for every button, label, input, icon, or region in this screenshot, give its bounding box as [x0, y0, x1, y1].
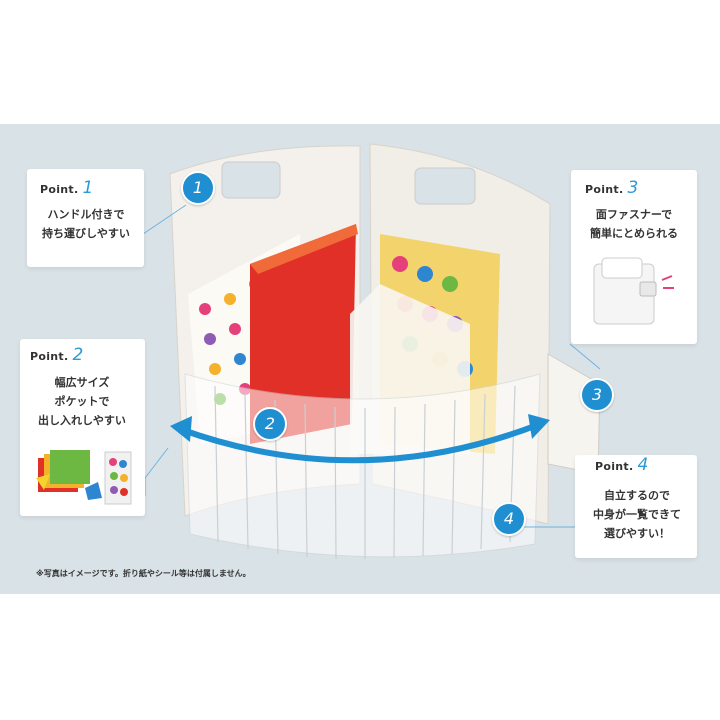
- point-2-heading: Point.2: [30, 345, 83, 365]
- text-line: 面ファスナーで: [595, 208, 673, 221]
- point-number: 1: [82, 178, 94, 198]
- point-4-card: [575, 455, 697, 558]
- text-line: 持ち運びしやすい: [42, 227, 130, 240]
- point-label: Point.: [585, 183, 624, 196]
- text-line: 幅広サイズ: [54, 376, 110, 389]
- velcro-case-illustration: [593, 257, 674, 325]
- text-line: 自立するので: [604, 489, 670, 502]
- point-3-heading: Point.3: [585, 178, 638, 198]
- point-1-text: ハンドル付きで 持ち運びしやすい: [30, 205, 142, 243]
- point-4-heading: Point.4: [595, 455, 648, 475]
- text-line: 選びやすい！: [604, 527, 670, 540]
- text-line: 簡単にとめられる: [590, 227, 678, 240]
- point-label: Point.: [30, 350, 69, 363]
- point-3-text: 面ファスナーで 簡単にとめられる: [575, 205, 693, 243]
- point-1-heading: Point.1: [40, 178, 93, 198]
- text-line: 中身が一覧できて: [593, 508, 681, 521]
- point-number: 3: [627, 178, 639, 198]
- point-label: Point.: [595, 460, 634, 473]
- point-number: 4: [637, 455, 649, 475]
- badge-1: 1: [181, 171, 215, 205]
- point-4-text: 自立するので 中身が一覧できて 選びやすい！: [578, 486, 696, 543]
- badge-4: 4: [492, 502, 526, 536]
- point-number: 2: [72, 345, 84, 365]
- footnote: ※写真はイメージです。折り紙やシール等は付属しません。: [36, 569, 251, 578]
- text-line: ハンドル付きで: [47, 208, 125, 221]
- text-line: ポケットで: [54, 395, 110, 408]
- point-label: Point.: [40, 183, 79, 196]
- point-2-text: 幅広サイズ ポケットで 出し入れしやすい: [22, 373, 142, 430]
- text-line: 出し入れしやすい: [38, 414, 126, 427]
- point-1-card: [27, 169, 144, 267]
- badge-2: 2: [253, 407, 287, 441]
- product-photo: [142, 143, 601, 560]
- badge-3: 3: [580, 378, 614, 412]
- origami-stickers-illustration: [36, 450, 132, 505]
